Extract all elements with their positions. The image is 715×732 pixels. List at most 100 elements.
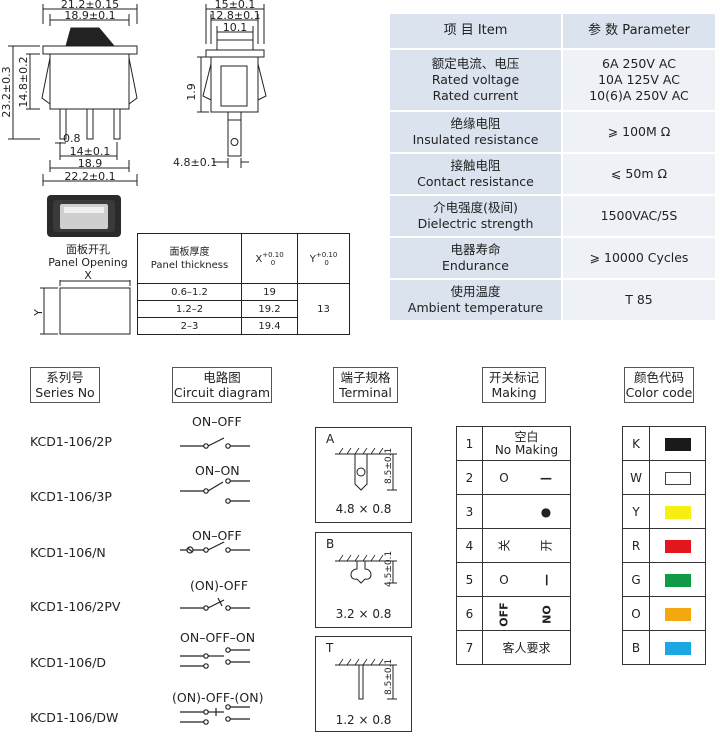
series-model: KCD1-106/3P xyxy=(30,489,112,504)
making-mark: O xyxy=(499,470,509,485)
making-number: 7 xyxy=(456,630,483,665)
spec-param-text: ⩾ 10000 Cycles xyxy=(561,237,715,280)
spec-item-text: 额定电流、电压 xyxy=(431,56,520,71)
making-mark: ON xyxy=(539,604,553,624)
header-cn: 开关标记 xyxy=(488,370,539,385)
circuit-label: (ON)-OFF xyxy=(190,578,249,593)
spec-item-text: Dielectric strength xyxy=(417,216,534,231)
x-header: X xyxy=(255,253,263,265)
circuit-momentary-off-momentary-symbol xyxy=(180,704,250,725)
dim-side-rocker: 10.1 xyxy=(223,21,248,34)
table-row: O xyxy=(622,596,706,631)
terminal-letter: B xyxy=(326,537,335,551)
table-row: 2–3 19.4 xyxy=(137,317,350,335)
dim-width-body: 18.9±0.1 xyxy=(64,9,115,22)
y-tolerance-upper: +0.10 xyxy=(315,250,338,259)
terminal-b-icon xyxy=(335,554,397,584)
making-number: 3 xyxy=(456,494,483,529)
panel-thickness-header-cn: 面板厚度 xyxy=(169,246,210,258)
circuit-on-off-lamp-symbol xyxy=(180,541,250,554)
table-row: 5 O— xyxy=(456,562,571,597)
color-swatch xyxy=(664,471,691,485)
x-cell: 19.2 xyxy=(241,300,298,318)
color-code: R xyxy=(622,528,650,563)
making-mark: 空白 xyxy=(514,429,539,444)
terminal-t-icon xyxy=(335,658,397,700)
panel-thickness-header-en: Panel thickness xyxy=(150,259,229,271)
making-mark: OFF xyxy=(497,601,511,627)
terminal-box-t: T 8.5±0.1 1.2 × 0.8 xyxy=(315,636,412,732)
terminal-dim: 8.5±0.1 xyxy=(384,658,394,695)
table-row: B xyxy=(622,630,706,665)
series-model: KCD1-106/2P xyxy=(30,434,112,449)
color-code: Y xyxy=(622,494,650,529)
color-code: O xyxy=(622,596,650,631)
header-cn: 端子规格 xyxy=(340,370,391,385)
color-code-table: K W Y R G O B xyxy=(622,426,706,665)
circuit-label: ON–OFF xyxy=(192,528,242,543)
dim-terminal-thick: 0.8 xyxy=(63,132,81,145)
color-swatch xyxy=(664,641,691,655)
x-tolerance-upper: +0.10 xyxy=(262,250,284,259)
y-tolerance-lower: 0 xyxy=(324,258,329,267)
table-row: 1.2–2 19.2 xyxy=(137,300,350,318)
making-mark: 客人要求 xyxy=(482,630,571,665)
color-swatch xyxy=(664,539,691,553)
spec-item-text: Insulated resistance xyxy=(412,132,539,147)
table-row: Y xyxy=(622,494,706,529)
circuit-label: (ON)-OFF-(ON) xyxy=(172,690,264,705)
dim-height-body: 14.8±0.2 xyxy=(17,56,30,107)
spec-param-text: 1500VAC/5S xyxy=(561,195,715,238)
making-mark: 关 xyxy=(497,539,512,552)
color-code: W xyxy=(622,460,650,495)
circuit-label: ON–OFF xyxy=(192,414,242,429)
series-model: KCD1-106/2PV xyxy=(30,599,121,614)
table-row: K xyxy=(622,426,706,461)
x-tolerance-lower: 0 xyxy=(270,258,276,267)
making-number: 5 xyxy=(456,562,483,597)
front-view-drawing: 21.2±0.15 18.9±0.1 23.2±0.3 14.8±0.2 0.8… xyxy=(0,0,138,186)
spec-item-text: Ambient temperature xyxy=(407,300,544,315)
spec-param-text: ⩾ 100M Ω xyxy=(561,111,715,154)
panel-x-label: X xyxy=(84,269,92,282)
making-number: 2 xyxy=(456,460,483,495)
color-code: G xyxy=(622,562,650,597)
color-swatch xyxy=(664,573,691,587)
spec-param-text: 10A 125V AC xyxy=(598,72,680,87)
spec-param-text: ⩽ 50m Ω xyxy=(561,153,715,196)
color-swatch xyxy=(664,437,691,451)
dim-terminal-span: 14±0.1 xyxy=(70,145,111,158)
terminal-size: 4.8 × 0.8 xyxy=(335,502,392,516)
dim-body-width: 18.9 xyxy=(78,157,103,170)
dim-width-flange: 21.2±0.15 xyxy=(61,0,119,11)
y-cell: 13 xyxy=(297,283,350,335)
table-row: 2 O — xyxy=(456,460,571,495)
making-mark: — xyxy=(540,470,552,485)
panel-opening-title-cn: 面板开孔 xyxy=(66,243,110,256)
panel-y-label: Y xyxy=(31,309,45,316)
dim-height-total: 23.2±0.3 xyxy=(0,66,13,117)
table-row: 4 关开 xyxy=(456,528,571,563)
terminal-a-icon xyxy=(335,447,397,491)
color-swatch xyxy=(664,505,691,519)
table-row: 7 客人要求 xyxy=(456,630,571,665)
switch-photo xyxy=(47,195,121,237)
header-en: Series No xyxy=(35,385,95,400)
header-cn: 系列号 xyxy=(46,370,84,385)
spec-item-text: 绝缘电阻 xyxy=(450,116,501,131)
series-model: KCD1-106/DW xyxy=(30,710,119,725)
circuit-momentary-off-symbol xyxy=(180,597,250,611)
spec-item-text: 使用温度 xyxy=(450,284,501,299)
terminal-dim: 4.5±0.1 xyxy=(384,550,394,587)
spec-item-text: 电器寿命 xyxy=(450,242,501,257)
series-model: KCD1-106/N xyxy=(30,545,106,560)
making-number: 4 xyxy=(456,528,483,563)
